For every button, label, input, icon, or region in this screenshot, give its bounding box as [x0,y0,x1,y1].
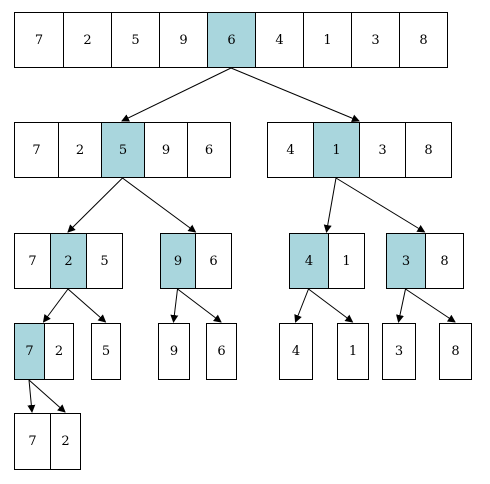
array-cell: 3 [360,122,406,178]
pivot-cell: 1 [314,122,360,178]
split-arrow [323,177,337,233]
split-arrow [177,288,222,323]
array-segment-g15: 7 [14,413,51,470]
array-segment-g12: 1 [337,323,369,380]
split-arrow [122,177,197,233]
pivot-cell: 5 [102,122,145,178]
array-cell: 1 [338,323,369,380]
array-cell: 5 [92,323,121,380]
array-cell: 7 [15,122,59,178]
array-cell: 5 [87,233,123,289]
pivot-cell: 4 [290,233,329,289]
pivot-cell: 9 [161,233,196,289]
array-cell: 5 [112,12,160,68]
split-arrow [294,288,309,323]
array-cell: 7 [15,413,51,470]
array-cell: 8 [406,122,452,178]
array-cell: 7 [15,233,51,289]
array-cell: 1 [304,12,352,68]
split-arrow [308,288,354,323]
array-segment-g11: 4 [279,323,313,380]
array-cell: 6 [207,323,237,380]
split-arrow [335,177,426,233]
array-cell: 6 [196,233,232,289]
array-segment-g13: 3 [382,323,416,380]
array-cell: 8 [426,233,464,289]
array-cell: 1 [329,233,365,289]
array-cell: 7 [15,12,64,68]
array-cell: 6 [188,122,231,178]
array-cell: 2 [64,12,112,68]
array-cell: 4 [268,122,314,178]
split-arrow [170,288,179,323]
split-arrow [230,67,360,123]
array-cell: 2 [51,413,81,470]
split-arrow [405,288,456,323]
array-cell: 9 [145,122,188,178]
array-cell: 4 [256,12,304,68]
split-arrow [27,379,36,413]
array-segment-g16: 2 [50,413,81,470]
pivot-cell: 7 [15,323,45,380]
pivot-cell: 3 [387,233,426,289]
array-cell: 2 [59,122,102,178]
array-cell: 9 [159,323,190,380]
array-cell: 2 [45,323,74,380]
split-arrow [67,177,123,233]
array-cell: 9 [160,12,208,68]
split-arrow [67,288,107,323]
array-cell: 3 [383,323,416,380]
array-cell: 8 [440,323,472,380]
array-cell: 4 [280,323,313,380]
array-segment-g14: 8 [439,323,472,380]
split-arrow [121,67,232,122]
pivot-cell: 2 [51,233,87,289]
array-segment-g9: 9 [158,323,190,380]
array-cell: 3 [352,12,400,68]
split-arrow [42,288,69,323]
split-arrow [396,288,406,323]
array-segment-g10: 6 [206,323,237,380]
pivot-cell: 6 [208,12,256,68]
array-cell: 8 [400,12,448,68]
array-segment-g8: 5 [91,323,121,380]
split-arrow [28,379,66,413]
